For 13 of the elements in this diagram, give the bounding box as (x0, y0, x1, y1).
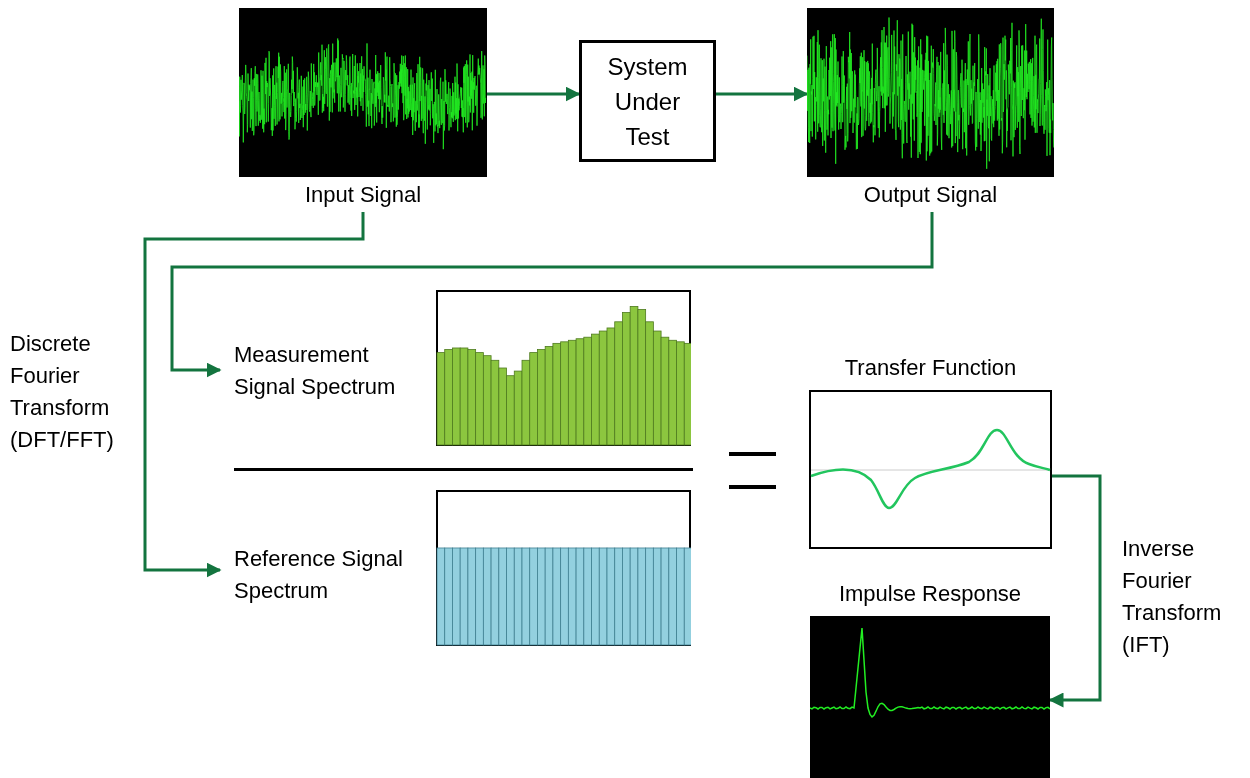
node-label: Output Signal (863, 181, 998, 209)
node-label: Reference Signal Spectrum (234, 545, 404, 605)
node-label: Transfer Function (844, 354, 1017, 382)
annotation-text: Discrete Fourier Transform (DFT/FFT) (10, 330, 115, 454)
arrow (716, 86, 809, 102)
node-label: Measurement Signal Spectrum (234, 341, 397, 401)
arrow (487, 86, 581, 102)
node-label: Impulse Response (838, 580, 1022, 608)
node-label: Input Signal (304, 181, 422, 209)
annotation-text: Inverse Fourier Transform (IFT) (1122, 535, 1223, 659)
arrow (170, 212, 934, 378)
process-box: System Under Test (579, 40, 716, 162)
arrow (143, 212, 365, 578)
